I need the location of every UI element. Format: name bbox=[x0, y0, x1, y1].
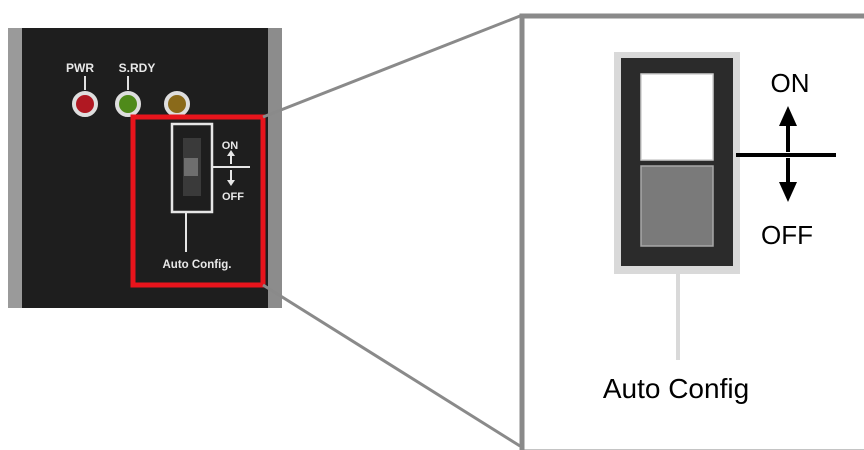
photo-off-arrow-icon bbox=[227, 180, 235, 186]
switch-upper-position bbox=[640, 73, 714, 161]
photo-switch-knob bbox=[184, 158, 198, 176]
highlight-box bbox=[130, 114, 266, 288]
connector-line-top bbox=[262, 14, 521, 119]
photo-caption: Auto Config. bbox=[163, 259, 232, 271]
on-label: ON bbox=[771, 68, 810, 98]
up-arrow-icon bbox=[779, 106, 797, 126]
photo-on-arrow-icon bbox=[227, 150, 235, 156]
device-left-rail bbox=[8, 28, 22, 308]
led-label-pwr: PWR bbox=[66, 61, 94, 75]
connector-line-bottom bbox=[262, 283, 521, 448]
photo-on-label: ON bbox=[222, 140, 239, 152]
led-label-srdy: S.RDY bbox=[119, 61, 156, 75]
auto-config-caption: Auto Config bbox=[603, 373, 749, 404]
led-srdy bbox=[115, 91, 141, 117]
switch-lower-position bbox=[640, 165, 714, 247]
photo-off-label: OFF bbox=[222, 191, 244, 203]
led-third bbox=[164, 91, 190, 117]
device-photo: PWR S.RDY ON OFF Auto Config. bbox=[8, 28, 282, 308]
led-pwr bbox=[72, 91, 98, 117]
detail-panel: ON OFF Auto Config bbox=[519, 13, 864, 450]
off-label: OFF bbox=[761, 220, 813, 250]
down-arrow-icon bbox=[779, 182, 797, 202]
device-right-rail bbox=[268, 28, 282, 308]
